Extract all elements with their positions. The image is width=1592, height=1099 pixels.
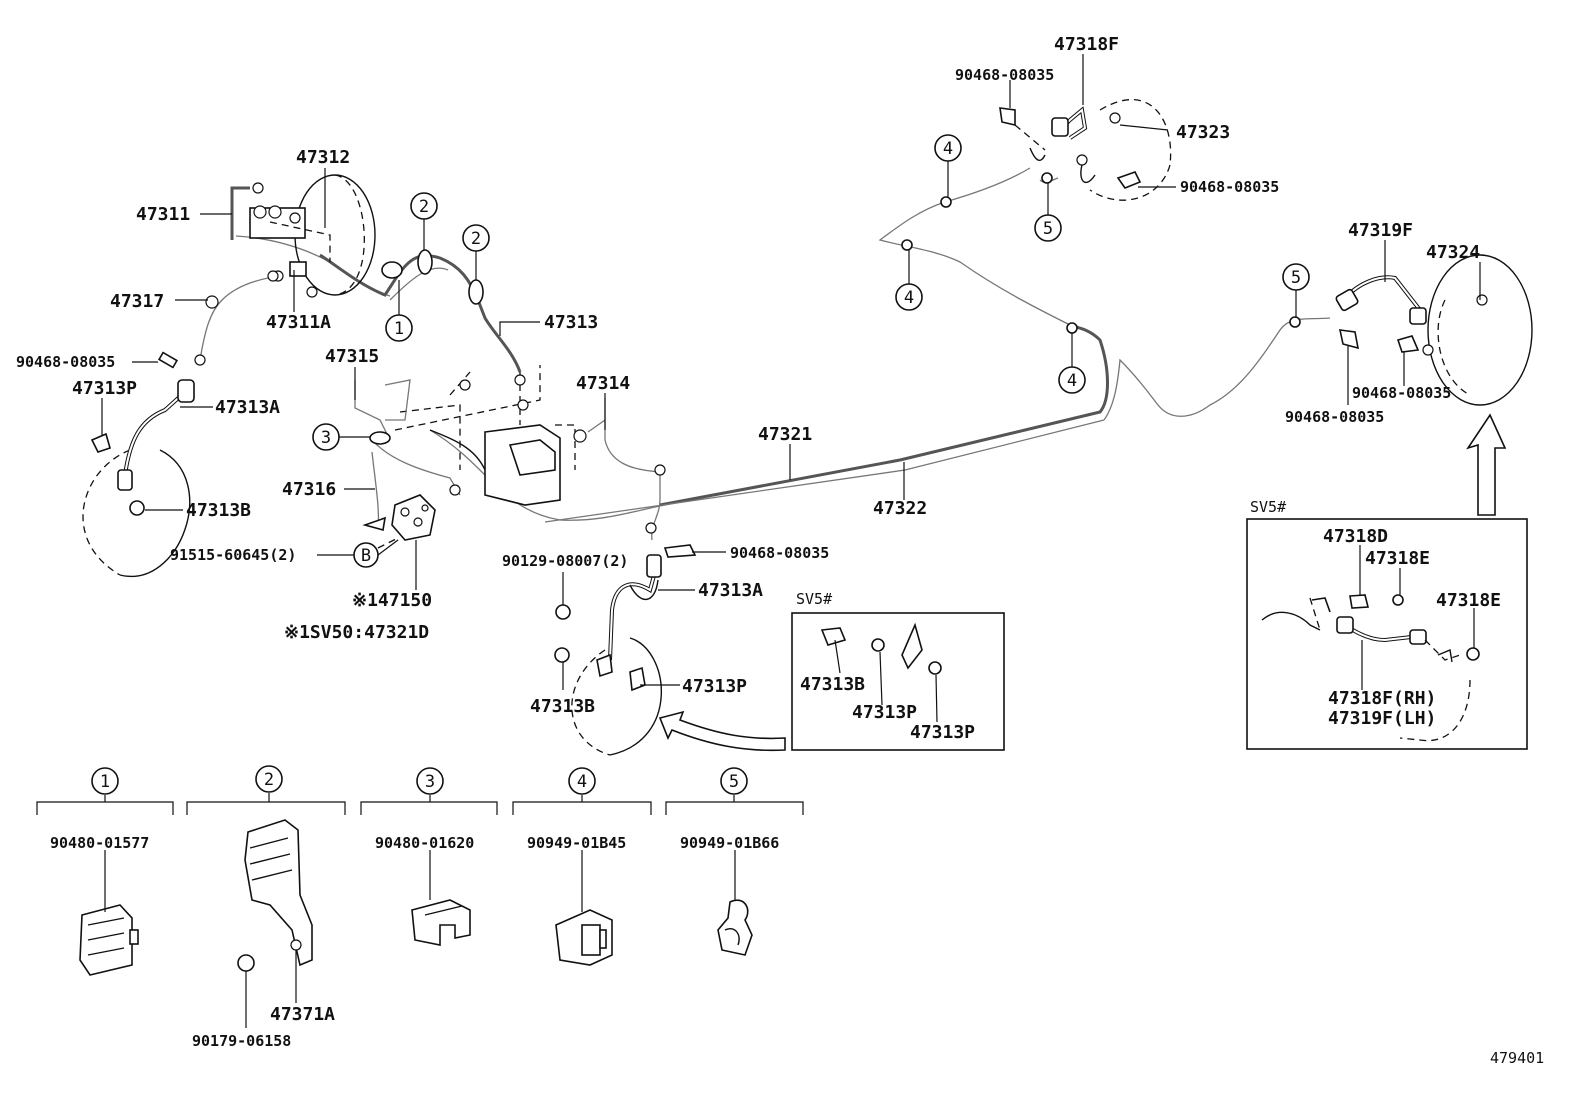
label-90949-01B45: 90949-01B45 bbox=[527, 834, 626, 852]
label-47371A: 47371A bbox=[270, 1004, 335, 1025]
figure-number: 479401 bbox=[1490, 1049, 1544, 1067]
callout-4: 4 bbox=[904, 288, 914, 308]
callout-2: 2 bbox=[471, 229, 481, 249]
label-47313B-b: 47313B bbox=[530, 696, 595, 717]
sv5-note-right: SV5# bbox=[1250, 498, 1286, 516]
label-90480-01620: 90480-01620 bbox=[375, 834, 474, 852]
label-47324: 47324 bbox=[1426, 242, 1480, 263]
tube-47321 bbox=[659, 324, 1109, 507]
rear-left-wheel bbox=[999, 98, 1172, 201]
callout-4: 4 bbox=[943, 139, 953, 159]
brake-booster bbox=[249, 174, 376, 298]
callout-2: 2 bbox=[419, 197, 429, 217]
label-47318E-a: 47318E bbox=[1365, 548, 1430, 569]
label-90468-08035-b: 90468-08035 bbox=[730, 544, 829, 562]
proportioning-valve-47150 bbox=[362, 484, 461, 549]
callout-5: 5 bbox=[1291, 268, 1301, 288]
label-47319F-LH: 47319F(LH) bbox=[1328, 708, 1436, 729]
callout-3: 3 bbox=[321, 428, 331, 448]
tube-47315 bbox=[354, 380, 391, 441]
callout-5: 5 bbox=[1043, 219, 1053, 239]
label-47318D: 47318D bbox=[1323, 526, 1388, 547]
tube-47311 bbox=[230, 186, 250, 240]
tube-rear-right bbox=[1103, 317, 1331, 421]
label-47313P-a: 47313P bbox=[72, 378, 137, 399]
label-90129-08007: 90129-08007(2) bbox=[502, 552, 628, 570]
rear-right-wheel bbox=[1335, 254, 1533, 406]
arrow-sv5-center bbox=[658, 710, 786, 752]
tube-rear-left bbox=[878, 167, 1073, 327]
label-90468-08035-a: 90468-08035 bbox=[16, 353, 115, 371]
label-47313B-c: 47313B bbox=[800, 674, 865, 695]
label-47313A-a: 47313A bbox=[215, 397, 280, 418]
label-90949-01B66: 90949-01B66 bbox=[680, 834, 779, 852]
label-47311A: 47311A bbox=[266, 312, 331, 333]
label-90468-08035-f: 90468-08035 bbox=[1285, 408, 1384, 426]
tube-47322 bbox=[544, 419, 1105, 523]
clip-legend bbox=[36, 765, 804, 1028]
label-47313P-b: 47313P bbox=[682, 676, 747, 697]
legend-callout-4: 4 bbox=[577, 772, 587, 792]
tube-47313 bbox=[319, 253, 522, 373]
callout-4: 4 bbox=[1067, 371, 1077, 391]
label-47316: 47316 bbox=[282, 479, 336, 500]
abs-actuator bbox=[384, 365, 666, 506]
front-left-wheel bbox=[82, 270, 279, 578]
callout-1: 1 bbox=[394, 319, 404, 339]
label-47312: 47312 bbox=[296, 147, 350, 168]
label-90179-06158: 90179-06158 bbox=[192, 1032, 291, 1050]
label-90468-08035-e: 90468-08035 bbox=[1352, 384, 1451, 402]
label-90480-01577: 90480-01577 bbox=[50, 834, 149, 852]
label-47313B-a: 47313B bbox=[186, 500, 251, 521]
label-47318E-b: 47318E bbox=[1436, 590, 1501, 611]
label-47311: 47311 bbox=[136, 204, 190, 225]
label-90468-08035-c: 90468-08035 bbox=[955, 66, 1054, 84]
leader-lines bbox=[101, 54, 1481, 723]
label-47315: 47315 bbox=[325, 346, 379, 367]
sv5-note-center: SV5# bbox=[796, 590, 832, 608]
legend-callout-3: 3 bbox=[425, 772, 435, 792]
label-47317: 47317 bbox=[110, 291, 164, 312]
tube-47317 bbox=[199, 275, 281, 361]
label-47313: 47313 bbox=[544, 312, 598, 333]
label-47313P-d: 47313P bbox=[910, 722, 975, 743]
label-47314: 47314 bbox=[576, 373, 630, 394]
arrow-up-sv5-right bbox=[1466, 413, 1507, 516]
legend-callout-2: 2 bbox=[264, 770, 274, 790]
sv5-box-right bbox=[1246, 518, 1528, 750]
callout-circles bbox=[312, 134, 1310, 568]
legend-callout-1: 1 bbox=[100, 772, 110, 792]
tube-47316 bbox=[371, 439, 461, 496]
label-90468-08035-d: 90468-08035 bbox=[1180, 178, 1279, 196]
legend-callout-5: 5 bbox=[729, 772, 739, 792]
sv5-box-center bbox=[791, 612, 1005, 751]
label-47319F: 47319F bbox=[1348, 220, 1413, 241]
label-47321: 47321 bbox=[758, 424, 812, 445]
front-right-wheel bbox=[554, 522, 697, 756]
label-47318F-RH: 47318F(RH) bbox=[1328, 688, 1436, 709]
label-47313P-c: 47313P bbox=[852, 702, 917, 723]
label-47318F: 47318F bbox=[1054, 34, 1119, 55]
label-47323: 47323 bbox=[1176, 122, 1230, 143]
label-47313A-b: 47313A bbox=[698, 580, 763, 601]
label-47322: 47322 bbox=[873, 498, 927, 519]
callout-B: B bbox=[361, 546, 371, 566]
label-47150: ※147150 bbox=[352, 590, 432, 611]
label-47321D: ※1SV50:47321D bbox=[284, 622, 429, 643]
label-91515-60645: 91515-60645(2) bbox=[170, 546, 296, 564]
